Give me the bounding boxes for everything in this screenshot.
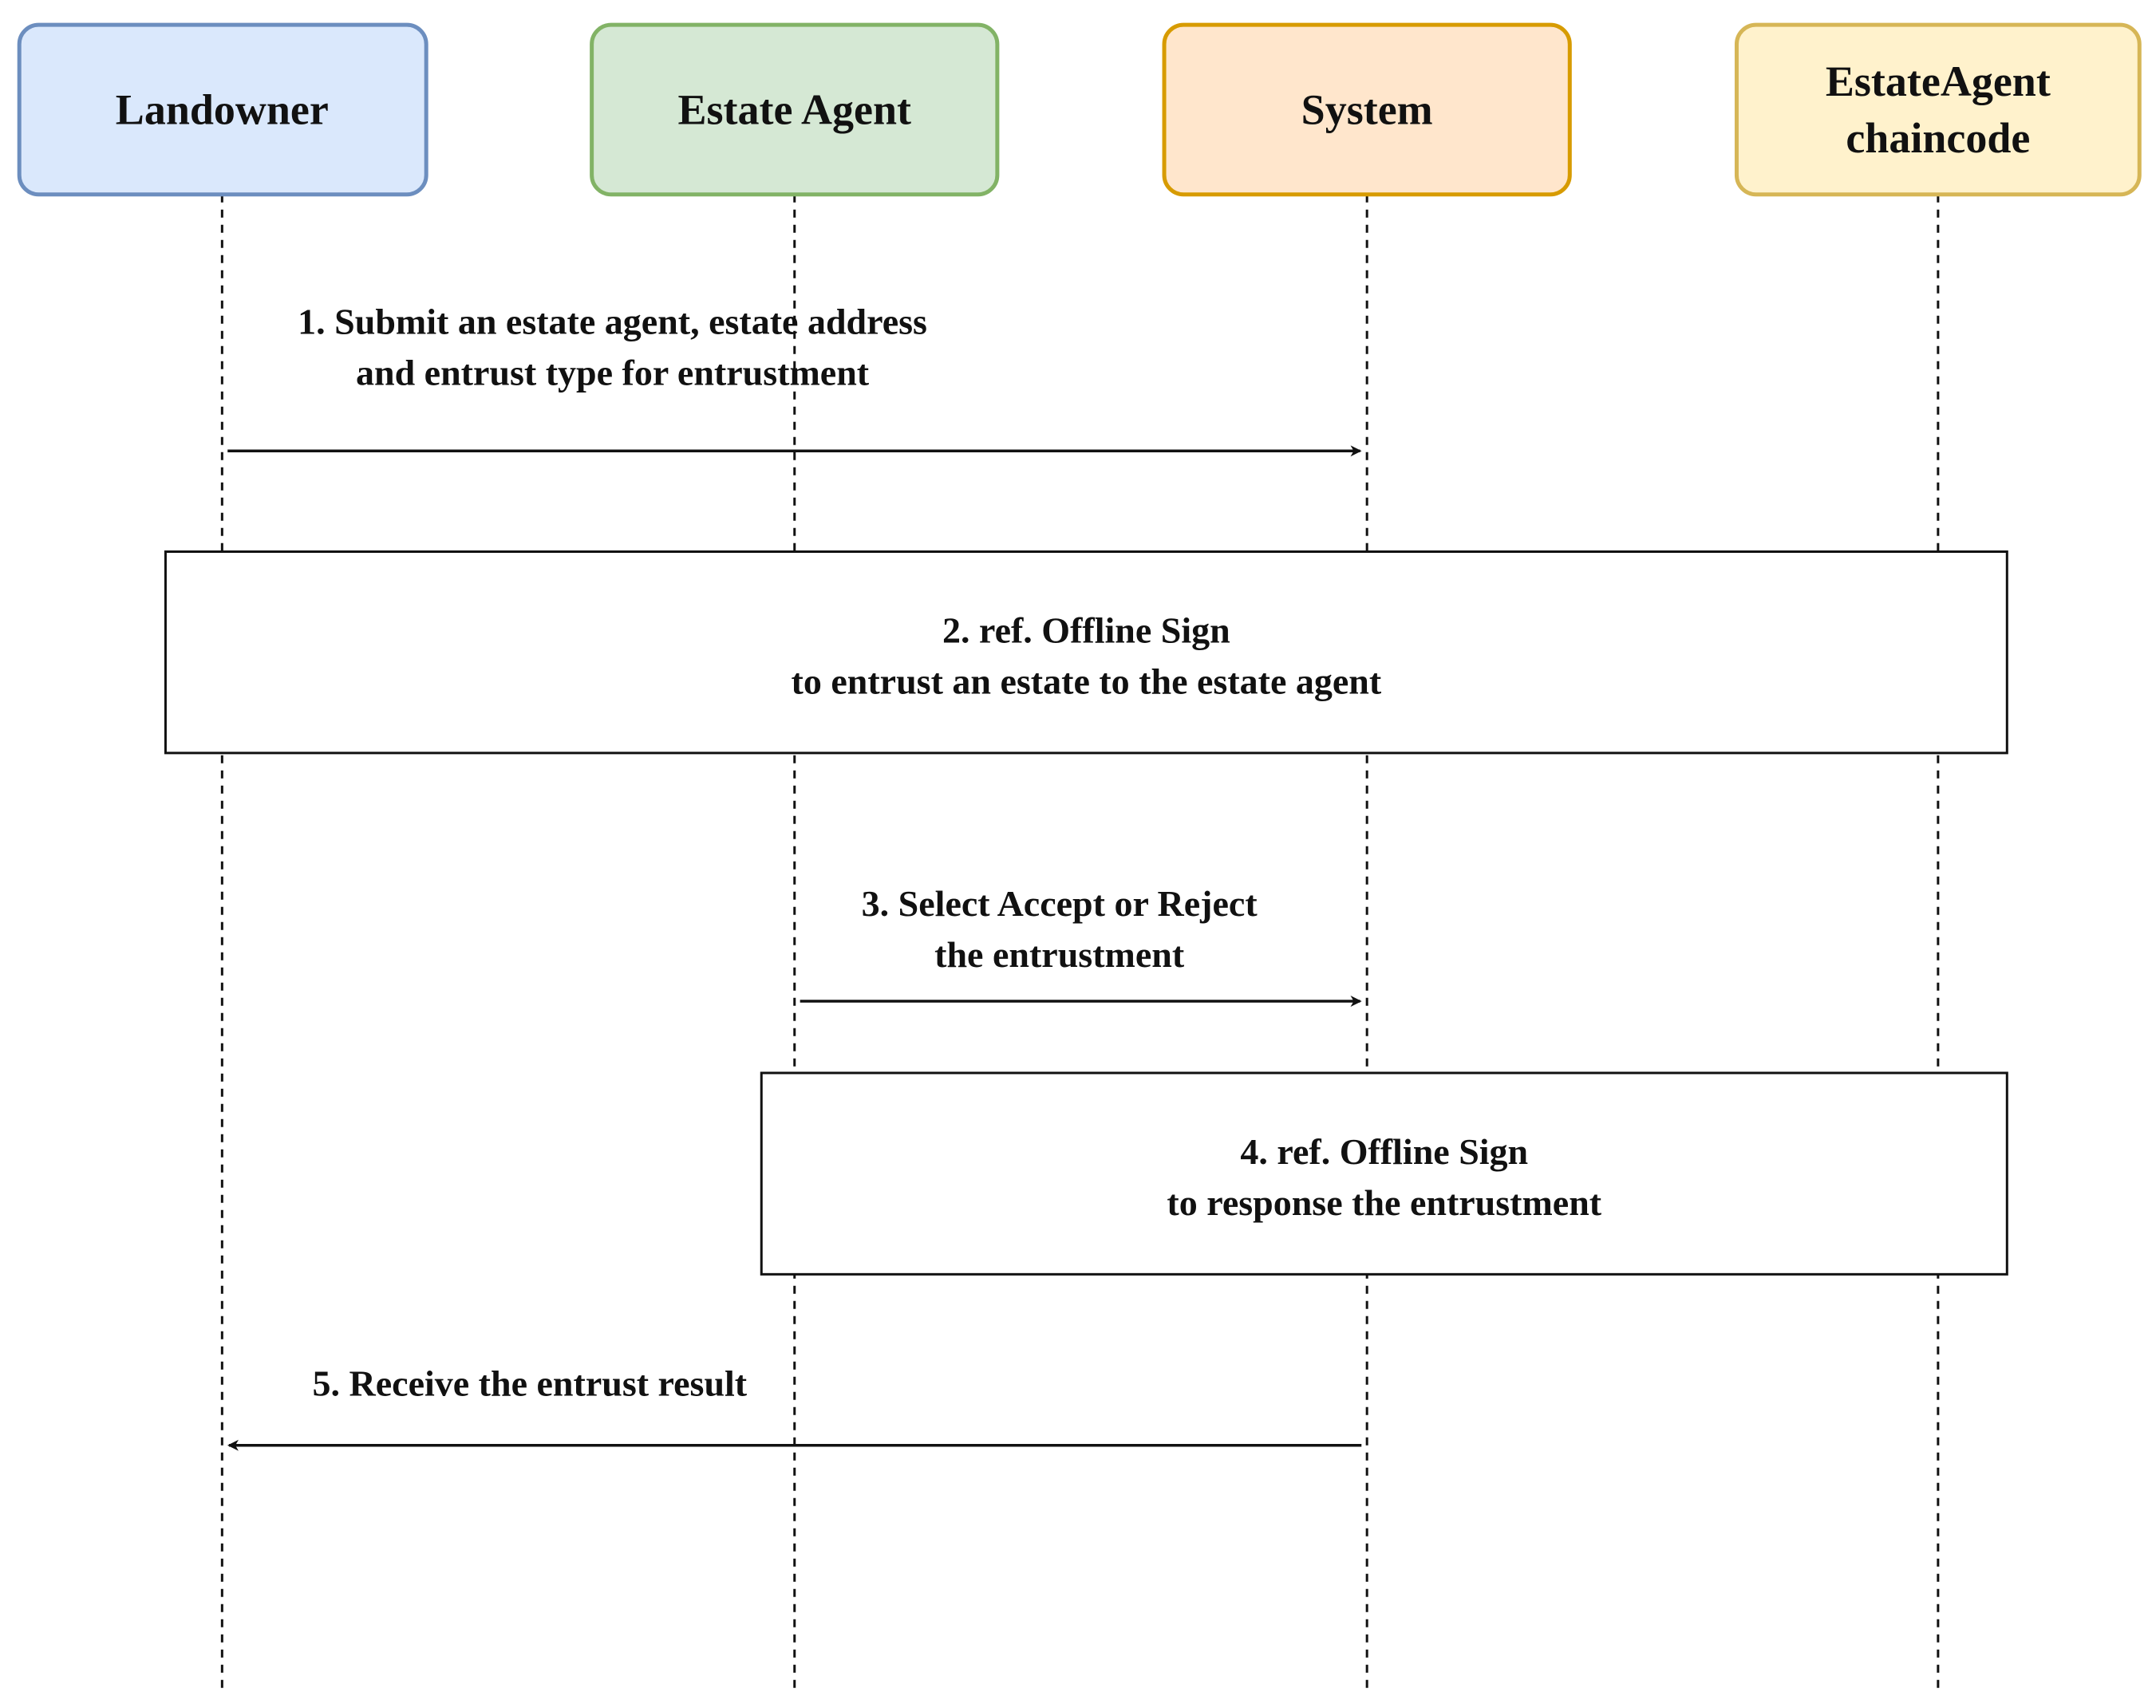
actor-estate-agent: Estate Agent: [590, 22, 1000, 197]
message-label: 5. Receive the entrust result: [313, 1363, 748, 1403]
message-label: and entrust type for entrustment: [356, 352, 870, 392]
actor-label-estateagent-chaincode: chaincode: [1846, 114, 2030, 162]
message-label: the entrustment: [934, 934, 1185, 975]
actor-landowner: Landowner: [17, 22, 428, 197]
ref-box: [164, 550, 2008, 755]
ref-label: 4. ref. Offline Sign: [1240, 1131, 1528, 1172]
actor-box-estate-agent: [590, 22, 1000, 197]
message-msg-3: 3. Select Accept or Reject the entrustmen…: [800, 883, 1362, 1008]
actor-label-estateagent-chaincode: EstateAgent: [1826, 57, 2051, 105]
ref-label: to response the entrustment: [1167, 1182, 1601, 1223]
actor-label-system: System: [1301, 85, 1433, 133]
ref-frame-ref-2: 2. ref. Offline Sign to entrust an estate…: [164, 550, 2008, 755]
actor-system: System: [1162, 22, 1572, 197]
actor-estateagent-chaincode: EstateAgent chaincode: [1734, 22, 2142, 197]
actor-box-estateagent-chaincode: [1734, 22, 2142, 197]
message-label: 3. Select Accept or Reject: [862, 883, 1258, 924]
ref-box: [760, 1071, 2008, 1276]
message-msg-5: 5. Receive the entrust result: [227, 1363, 1362, 1451]
message-msg-1: 1. Submit an estate agent, estate addres…: [227, 301, 1362, 457]
actor-box-landowner: [17, 22, 428, 197]
ref-label: 2. ref. Offline Sign: [942, 610, 1230, 651]
message-label: 1. Submit an estate agent, estate addres…: [298, 301, 927, 341]
ref-frame-ref-4: 4. ref. Offline Sign to response the entr…: [760, 1071, 2008, 1276]
actor-label-landowner: Landowner: [116, 85, 329, 133]
ref-label: to entrust an estate to the estate agent: [792, 661, 1382, 701]
actor-box-system: [1162, 22, 1572, 197]
actor-label-estate-agent: Estate Agent: [678, 85, 911, 133]
